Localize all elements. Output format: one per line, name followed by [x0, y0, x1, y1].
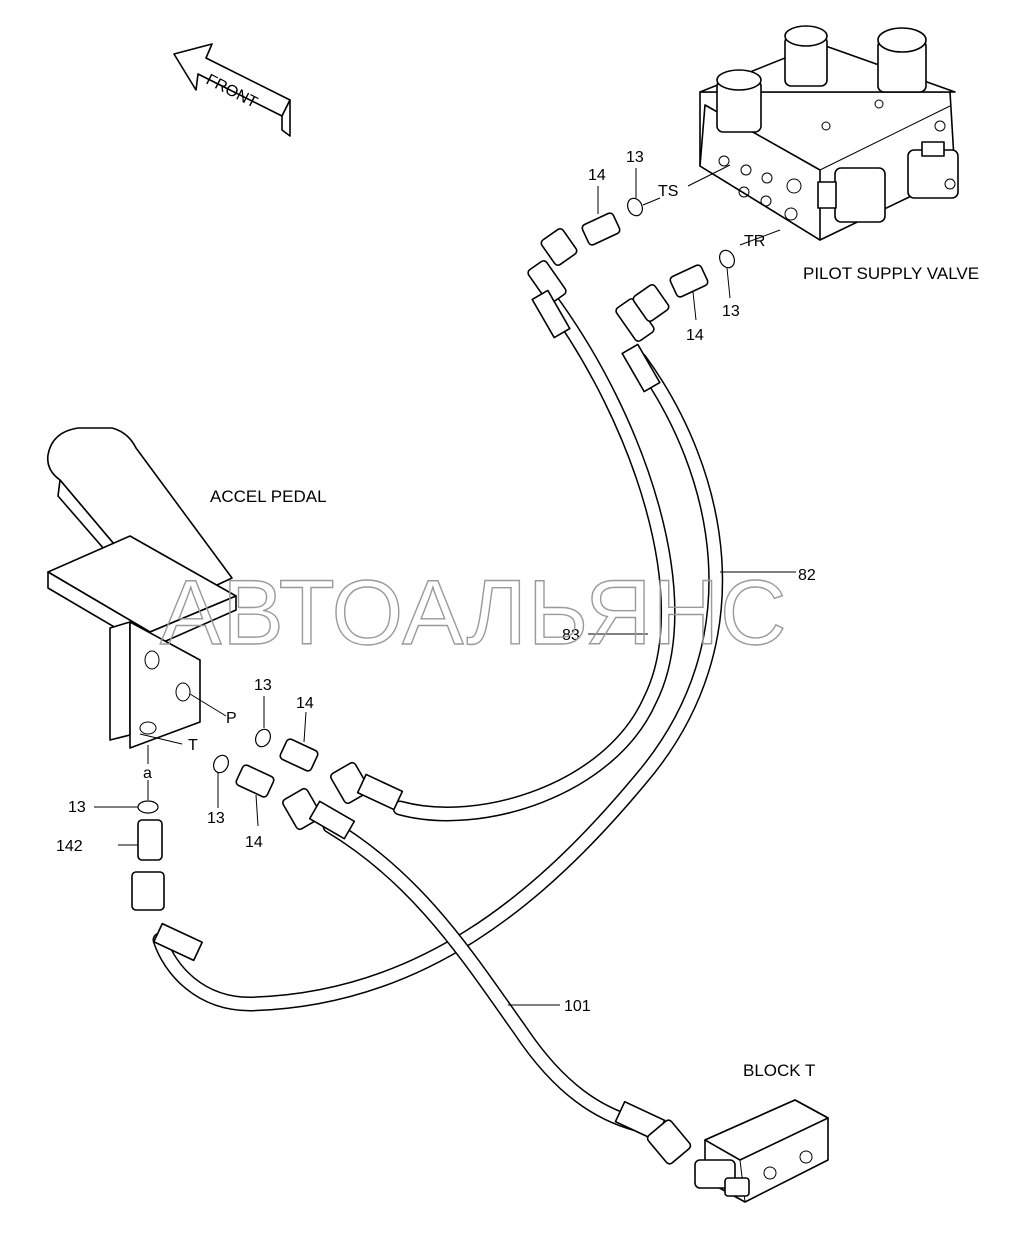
part-13-t-label: 13: [207, 810, 225, 827]
front-direction-arrow: FRONT: [173, 43, 291, 137]
part-14-p-label: 14: [296, 695, 314, 712]
port-ts-label: TS: [658, 183, 678, 200]
watermark: АВТОАЛЬЯНС: [160, 562, 788, 664]
port-a-label: a: [143, 765, 152, 782]
part-labels: TS TR P T a 13 14 13 14 13 14 13 14 13 1…: [56, 149, 816, 1015]
block-t-label: BLOCK T: [743, 1061, 815, 1080]
part-13-p-label: 13: [254, 677, 272, 694]
part-13-ts-label: 13: [626, 149, 644, 166]
part-13-tr-label: 13: [722, 303, 740, 320]
accel-pedal-label: ACCEL PEDAL: [210, 487, 327, 506]
accel-pedal: ACCEL PEDAL: [46, 427, 327, 749]
part-14-t-label: 14: [245, 834, 263, 851]
hose-101-label: 101: [564, 998, 591, 1015]
pilot-supply-valve-label: PILOT SUPPLY VALVE: [803, 264, 979, 283]
block-t: BLOCK T: [694, 1061, 829, 1203]
part-13-a-label: 13: [68, 799, 86, 816]
port-t-label: T: [188, 737, 198, 754]
port-p-label: P: [226, 710, 237, 727]
pilot-supply-valve: PILOT SUPPLY VALVE: [699, 25, 979, 283]
adapters-and-orings: [137, 197, 735, 861]
hoses: [152, 288, 724, 1133]
hose-fittings: [131, 228, 692, 1165]
port-tr-label: TR: [744, 233, 765, 250]
part-14-tr-label: 14: [686, 327, 704, 344]
leader-lines: [94, 164, 796, 1006]
part-142-label: 142: [56, 838, 83, 855]
hose-83-label: 83: [562, 627, 580, 644]
part-14-ts-label: 14: [588, 167, 606, 184]
hose-82-label: 82: [798, 567, 816, 584]
